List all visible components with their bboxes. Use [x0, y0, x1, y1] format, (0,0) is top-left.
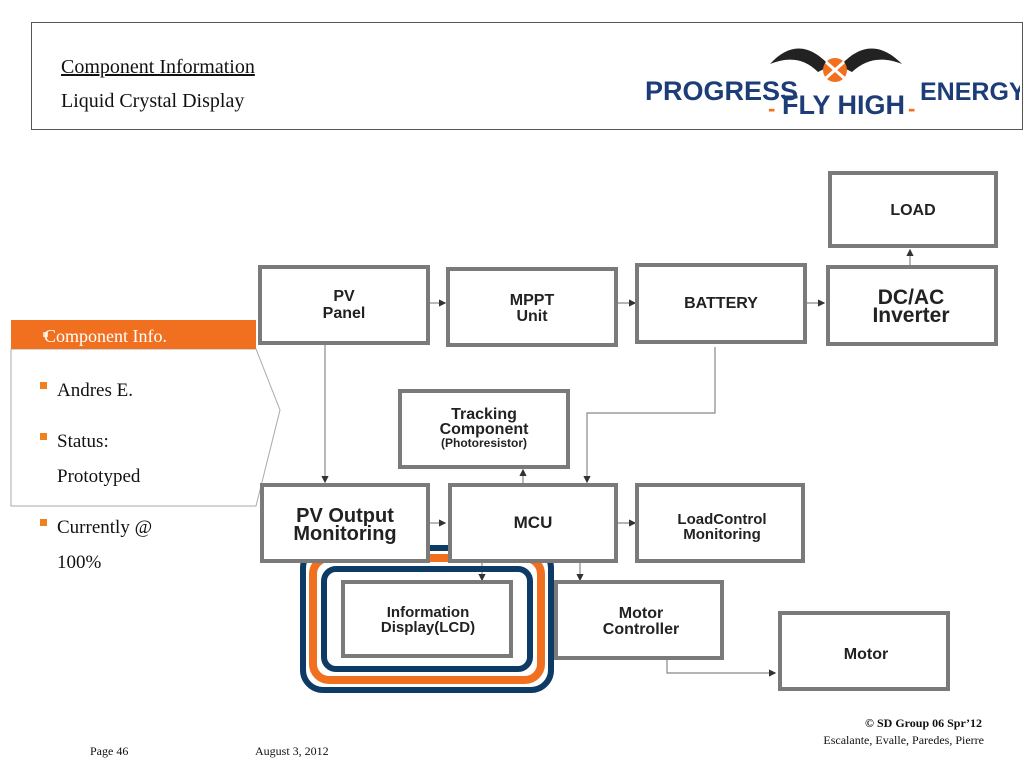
block-motor [778, 611, 950, 691]
block-motor-controller-label: Motor [619, 605, 663, 622]
block-mcu-label: MCU [514, 513, 553, 532]
footer-copyright: © SD Group 06 Spr’12 [865, 716, 982, 730]
block-mppt [446, 267, 618, 347]
block-load-control-label: Monitoring [683, 526, 760, 543]
logo-middle-word: FLY HIGH [782, 90, 905, 120]
block-mcu [448, 483, 618, 563]
bullet-square-icon [40, 519, 47, 526]
block-motor-label: Motor [844, 646, 888, 663]
block-tracking-label: (Photoresistor) [441, 436, 527, 450]
highlight-inner-ring [321, 566, 533, 672]
footer-authors: Escalante, Evalle, Paredes, Pierre [823, 733, 984, 747]
block-load-label: LOAD [890, 202, 935, 219]
bullet-item: Currently @ [40, 511, 152, 545]
block-tracking [398, 389, 570, 469]
footer-date: August 3, 2012 [255, 744, 329, 758]
block-inverter-label: DC/AC [878, 286, 945, 309]
block-load-control-label: LoadControl [677, 511, 766, 528]
side-panel [10, 320, 281, 507]
bullet-square-icon [40, 382, 47, 389]
block-tracking-label: Tracking [451, 406, 517, 423]
side-heading: Component Info. [44, 326, 167, 346]
system-block-diagram: LOAD PV Panel MPPT Unit BATTERY DC/AC In… [258, 171, 998, 693]
block-mppt-label: MPPT [510, 292, 555, 309]
bullet-square-icon [40, 433, 47, 440]
bullet-item: Status: [40, 425, 109, 459]
bullet-continuation: 100% [57, 552, 102, 573]
bullet-continuation: Prototyped [57, 466, 141, 487]
wings-icon [770, 48, 902, 82]
block-inverter-label: Inverter [872, 304, 949, 327]
footer-page: Page 46 [90, 744, 129, 758]
block-tracking-label: Component [440, 421, 530, 438]
page-subtitle: Liquid Crystal Display [61, 90, 245, 112]
block-battery-label: BATTERY [684, 295, 758, 312]
logo-right-word: ENERGY [920, 78, 1020, 106]
page-title: Component Information [61, 56, 255, 78]
block-pv-panel-label: PV [333, 288, 355, 305]
block-pv-panel-label: Panel [323, 305, 366, 322]
block-load-control [635, 483, 805, 563]
connectors [321, 248, 914, 677]
logo-dash-left: - [768, 96, 775, 121]
block-pv-output-label: Monitoring [293, 523, 396, 545]
block-pv-panel [258, 265, 430, 345]
block-battery [635, 263, 807, 344]
bullet-text: Andres E. [57, 380, 133, 401]
block-motor-controller-label: Controller [603, 621, 679, 638]
bullet-item: Andres E. [40, 374, 133, 408]
block-pv-output-label: PV Output [296, 505, 394, 527]
header-box [31, 22, 1023, 130]
block-motor-controller [554, 580, 724, 660]
block-pv-output [260, 483, 430, 563]
bullet-text: Currently @ [57, 517, 153, 538]
block-mppt-label: Unit [516, 308, 548, 325]
logo: PROGRESS - FLY HIGH - ENERGY [645, 48, 1020, 121]
block-inverter [826, 265, 998, 346]
block-load [828, 171, 998, 248]
block-lcd [341, 580, 513, 658]
block-lcd-label: Display(LCD) [381, 619, 475, 636]
logo-dash-right: - [908, 96, 915, 121]
block-lcd-label: Information [387, 604, 470, 621]
logo-left-word: PROGRESS [645, 76, 798, 106]
bullet-text: Status: [57, 431, 109, 452]
